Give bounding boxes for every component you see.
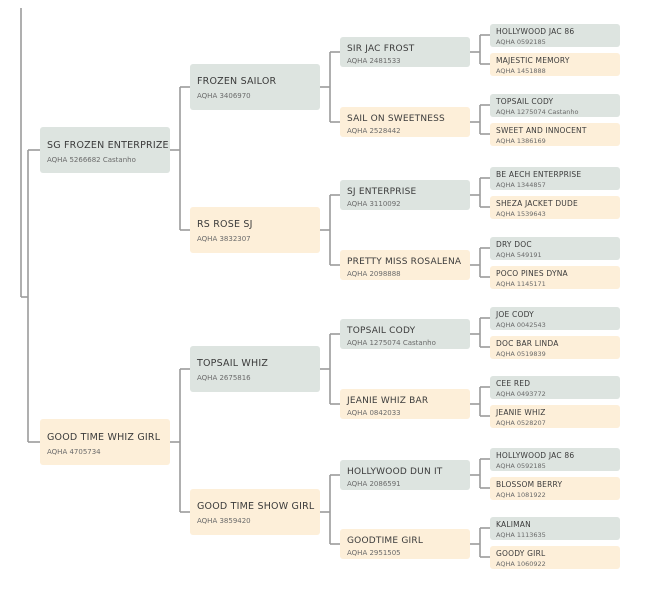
- horse-name: DRY DOC: [496, 239, 532, 249]
- horse-name: SIR JAC FROST: [347, 44, 415, 54]
- horse-name: POCO PINES DYNA: [496, 268, 568, 278]
- horse-name: GOOD TIME WHIZ GIRL: [47, 432, 161, 443]
- registration-number: AQHA 1145171: [496, 279, 546, 288]
- horse-name: SHEZA JACKET DUDE: [496, 198, 578, 208]
- registration-number: AQHA 3859420: [197, 517, 251, 525]
- registration-number: AQHA 0519839: [496, 349, 546, 358]
- horse-name: SWEET AND INNOCENT: [496, 125, 587, 135]
- registration-number: AQHA 1275074 Castanho: [347, 339, 436, 347]
- registration-number: AQHA 0528207: [496, 418, 546, 427]
- horse-name: SAIL ON SWEETNESS: [347, 114, 445, 124]
- dam-card-gen1[interactable]: GOOD TIME WHIZ GIRL AQHA 4705734: [40, 419, 170, 465]
- horse-name: HOLLYWOOD DUN IT: [347, 467, 443, 477]
- registration-number: AQHA 2951505: [347, 549, 401, 557]
- horse-name: JEANIE WHIZ BAR: [347, 396, 429, 406]
- dam-card-gen2[interactable]: GOOD TIME SHOW GIRL AQHA 3859420: [190, 489, 320, 535]
- registration-number: AQHA 0592185: [496, 37, 546, 46]
- registration-number: AQHA 0842033: [347, 409, 401, 417]
- dam-card-gen2[interactable]: RS ROSE SJ AQHA 3832307: [190, 207, 320, 253]
- registration-number: AQHA 1451888: [496, 66, 546, 75]
- horse-name: TOPSAIL CODY: [347, 326, 416, 336]
- horse-name: SJ ENTERPRISE: [347, 187, 417, 197]
- horse-name: GOOD TIME SHOW GIRL: [197, 501, 315, 512]
- registration-number: AQHA 2098888: [347, 270, 401, 278]
- registration-number: AQHA 2528442: [347, 127, 401, 135]
- horse-name: JEANIE WHIZ: [496, 407, 546, 417]
- dam-card-gen3[interactable]: JEANIE WHIZ BAR AQHA 0842033: [340, 389, 470, 419]
- horse-name: KALIMAN: [496, 519, 531, 529]
- horse-name: JOE CODY: [496, 309, 534, 319]
- registration-number: AQHA 1275074 Castanho: [496, 107, 579, 116]
- horse-name: DOC BAR LINDA: [496, 338, 559, 348]
- dam-card-gen3[interactable]: PRETTY MISS ROSALENA AQHA 2098888: [340, 250, 470, 280]
- registration-number: AQHA 0592185: [496, 461, 546, 470]
- registration-number: AQHA 549191: [496, 250, 542, 259]
- horse-name: CEE RED: [496, 378, 531, 388]
- registration-number: AQHA 1060922: [496, 559, 546, 568]
- registration-number: AQHA 3832307: [197, 235, 251, 243]
- sire-card-gen3[interactable]: HOLLYWOOD DUN IT AQHA 2086591: [340, 460, 470, 490]
- sire-card-gen2[interactable]: TOPSAIL WHIZ AQHA 2675816: [190, 346, 320, 392]
- horse-name: RS ROSE SJ: [197, 219, 253, 230]
- registration-number: AQHA 2481533: [347, 57, 401, 65]
- registration-number: AQHA 1386169: [496, 136, 546, 145]
- sire-card-gen2[interactable]: FROZEN SAILOR AQHA 3406970: [190, 64, 320, 110]
- horse-name: HOLLYWOOD JAC 86: [496, 450, 575, 460]
- registration-number: AQHA 0042543: [496, 320, 546, 329]
- registration-number: AQHA 4705734: [47, 448, 101, 456]
- registration-number: AQHA 3110092: [347, 200, 401, 208]
- registration-number: AQHA 2675816: [197, 374, 251, 382]
- horse-name: MAJESTIC MEMORY: [496, 55, 570, 65]
- registration-number: AQHA 5266682 Castanho: [47, 156, 136, 164]
- horse-name: TOPSAIL CODY: [496, 96, 554, 106]
- sire-card-gen3[interactable]: TOPSAIL CODY AQHA 1275074 Castanho: [340, 319, 470, 349]
- dam-card-gen3[interactable]: SAIL ON SWEETNESS AQHA 2528442: [340, 107, 470, 137]
- registration-number: AQHA 1344857: [496, 180, 546, 189]
- sire-card-gen3[interactable]: SJ ENTERPRISE AQHA 3110092: [340, 180, 470, 210]
- horse-name: FROZEN SAILOR: [197, 76, 277, 87]
- horse-name: HOLLYWOOD JAC 86: [496, 26, 575, 36]
- horse-name: TOPSAIL WHIZ: [197, 358, 269, 369]
- registration-number: AQHA 2086591: [347, 480, 401, 488]
- registration-number: AQHA 0493772: [496, 389, 546, 398]
- horse-name: PRETTY MISS ROSALENA: [347, 257, 462, 267]
- horse-name: SG FROZEN ENTERPRIZE: [47, 140, 169, 151]
- horse-name: GOODTIME GIRL: [347, 536, 424, 546]
- sire-card-gen3[interactable]: SIR JAC FROST AQHA 2481533: [340, 37, 470, 67]
- registration-number: AQHA 1539643: [496, 209, 546, 218]
- horse-name: BE AECH ENTERPRISE: [496, 169, 582, 179]
- horse-name: GOODY GIRL: [496, 548, 546, 558]
- registration-number: AQHA 1113635: [496, 530, 546, 539]
- horse-name: BLOSSOM BERRY: [496, 479, 563, 489]
- dam-card-gen3[interactable]: GOODTIME GIRL AQHA 2951505: [340, 529, 470, 559]
- registration-number: AQHA 1081922: [496, 490, 546, 499]
- registration-number: AQHA 3406970: [197, 92, 251, 100]
- sire-card-gen1[interactable]: SG FROZEN ENTERPRIZE AQHA 5266682 Castanh…: [40, 127, 170, 173]
